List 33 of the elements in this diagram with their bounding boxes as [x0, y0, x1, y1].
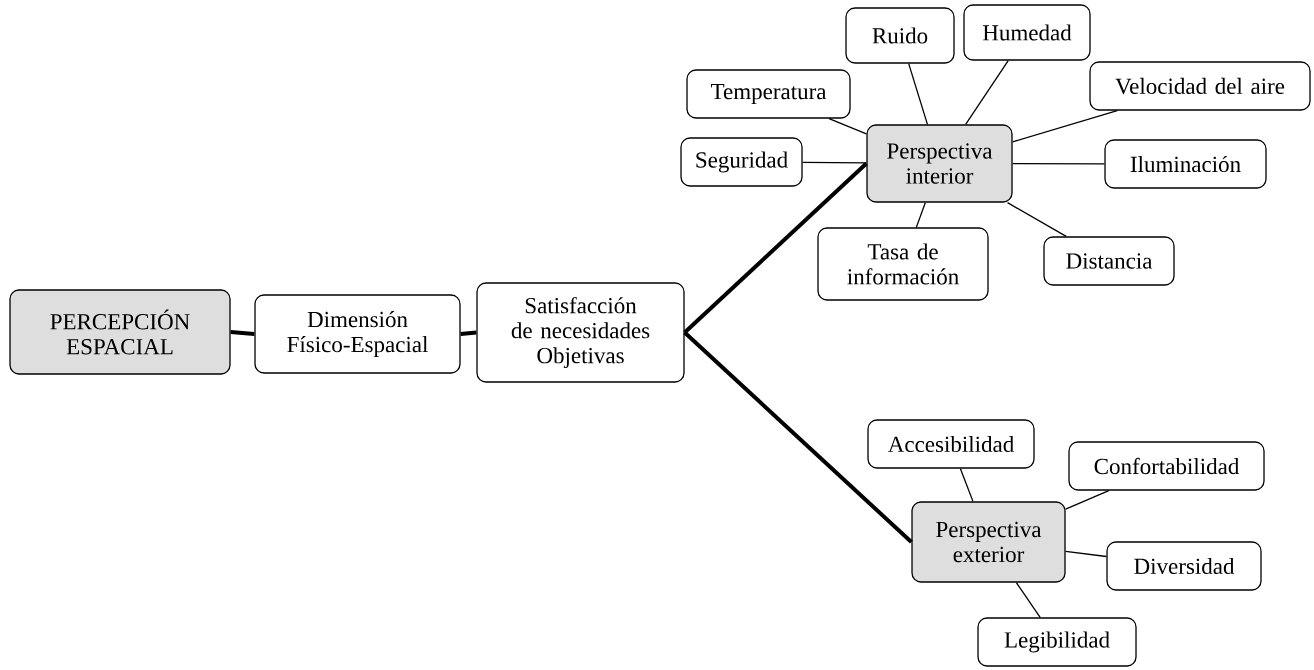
connector-line	[1012, 163, 1105, 165]
connector-line	[802, 161, 867, 164]
connector-line	[1012, 110, 1118, 143]
connector-line	[828, 118, 867, 135]
connector-line	[1065, 490, 1110, 510]
concept-box: Ruido	[845, 7, 955, 64]
concept-box: Tasa de información	[817, 227, 989, 301]
connector-line	[959, 468, 974, 502]
connector-line	[915, 202, 926, 228]
topic-box: Perspectiva interior	[866, 124, 1013, 203]
topic-box: PERCEPCIÓN ESPACIAL	[9, 289, 231, 375]
connector-line	[683, 331, 913, 544]
concept-box: Accesibilidad	[867, 419, 1035, 469]
connector-line	[683, 162, 868, 334]
concept-box: Temperatura	[686, 69, 851, 119]
concept-box: Satisfacción de necesidades Objetivas	[476, 282, 685, 383]
connector-line	[1015, 582, 1041, 618]
connector-line	[965, 60, 1009, 125]
concept-box: Distancia	[1043, 236, 1175, 286]
connector-line	[908, 63, 929, 125]
concept-box: Velocidad del aire	[1089, 61, 1311, 111]
connector-line	[460, 330, 477, 336]
concept-box: Iluminación	[1104, 139, 1267, 189]
concept-box: Humedad	[963, 4, 1091, 61]
connector-line	[1065, 550, 1107, 558]
connector-line	[1006, 202, 1067, 237]
concept-box: Diversidad	[1106, 541, 1262, 591]
concept-box: Confortabilidad	[1068, 441, 1265, 491]
concept-box: Seguridad	[680, 137, 803, 187]
concept-box: Legibilidad	[977, 617, 1137, 667]
connector-line	[230, 330, 255, 336]
topic-box: Perspectiva exterior	[911, 501, 1066, 583]
concept-box: Dimensión Físico-Espacial	[254, 294, 461, 374]
